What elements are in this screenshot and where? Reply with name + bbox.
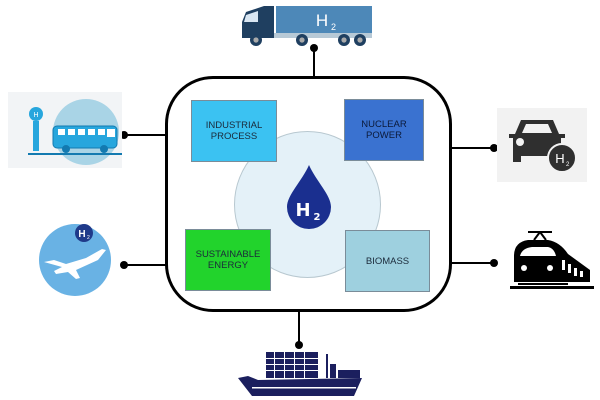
- connector-dot-truck: [310, 44, 318, 52]
- car-badge-sub: 2: [566, 162, 570, 168]
- truck-badge: H: [316, 11, 328, 30]
- bus-badge: H: [33, 112, 38, 119]
- connector-ship: [298, 312, 300, 342]
- bus-icon: H: [8, 92, 122, 168]
- train-icon: [510, 231, 594, 289]
- connector-dot-train: [490, 259, 498, 267]
- airplane-badge: H: [78, 229, 85, 240]
- drop-h: H: [295, 200, 310, 221]
- connector-train: [452, 262, 494, 264]
- connector-dot-car: [490, 144, 498, 152]
- source-biomass: BIOMASS: [345, 230, 430, 292]
- source-industrial-process: INDUSTRIAL PROCESS: [191, 100, 277, 162]
- connector-bus: [124, 134, 166, 136]
- truck-badge-sub: 2: [331, 22, 336, 32]
- source-nuclear-power: NUCLEAR POWER: [344, 99, 424, 161]
- airplane-icon: H 2: [39, 224, 111, 296]
- drop-sub: 2: [314, 212, 321, 223]
- car-icon: H 2: [497, 108, 587, 182]
- airplane-badge-sub: 2: [87, 235, 90, 241]
- connector-car: [452, 147, 494, 149]
- source-label: INDUSTRIAL PROCESS: [205, 120, 263, 142]
- source-sustainable-energy: SUSTAINABLE ENERGY: [185, 229, 271, 291]
- connector-truck: [313, 47, 315, 77]
- ship-icon: [238, 352, 362, 396]
- connector-dot-bus: [120, 131, 128, 139]
- connector-airplane: [124, 264, 166, 266]
- source-label: NUCLEAR POWER: [361, 119, 407, 141]
- truck-icon: H 2: [242, 6, 372, 46]
- hydrogen-drop-icon: H 2: [287, 165, 331, 229]
- connector-dot-airplane: [120, 261, 128, 269]
- source-label: BIOMASS: [365, 255, 410, 267]
- connector-dot-ship: [295, 341, 303, 349]
- source-label: SUSTAINABLE ENERGY: [195, 249, 261, 271]
- car-badge: H: [555, 151, 564, 166]
